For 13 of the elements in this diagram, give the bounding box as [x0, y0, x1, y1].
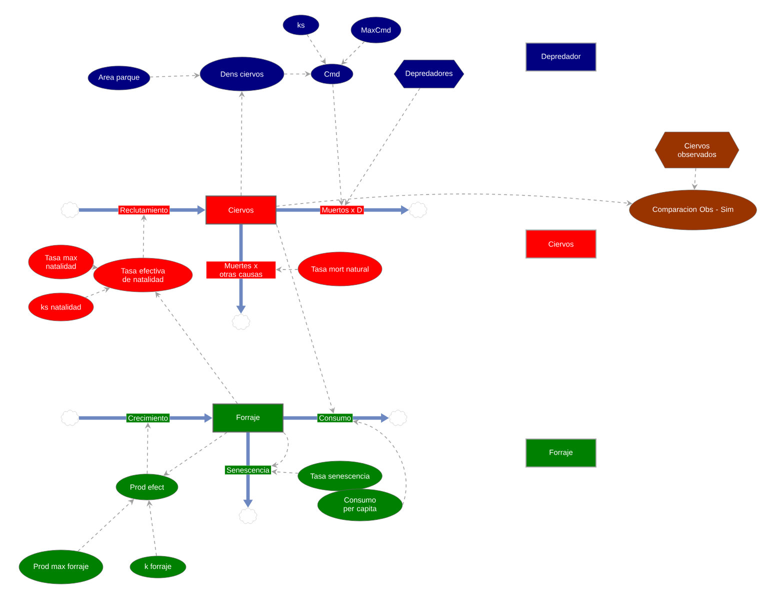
cloud-symbol: [232, 314, 250, 330]
cloud-symbol: [238, 508, 258, 524]
flow-pipe: [239, 224, 243, 262]
cloud-symbol: [388, 410, 408, 426]
flow-pipe: [284, 416, 318, 420]
flow-pipe: [276, 208, 320, 212]
cloud-symbol: [60, 202, 80, 218]
flow-pipe: [78, 416, 126, 420]
flow-pipe: [246, 432, 250, 466]
link-arrow: [341, 41, 365, 65]
cloud-symbol: [408, 202, 428, 218]
flow-pipe: [78, 208, 118, 212]
cloud-symbol: [60, 410, 80, 426]
